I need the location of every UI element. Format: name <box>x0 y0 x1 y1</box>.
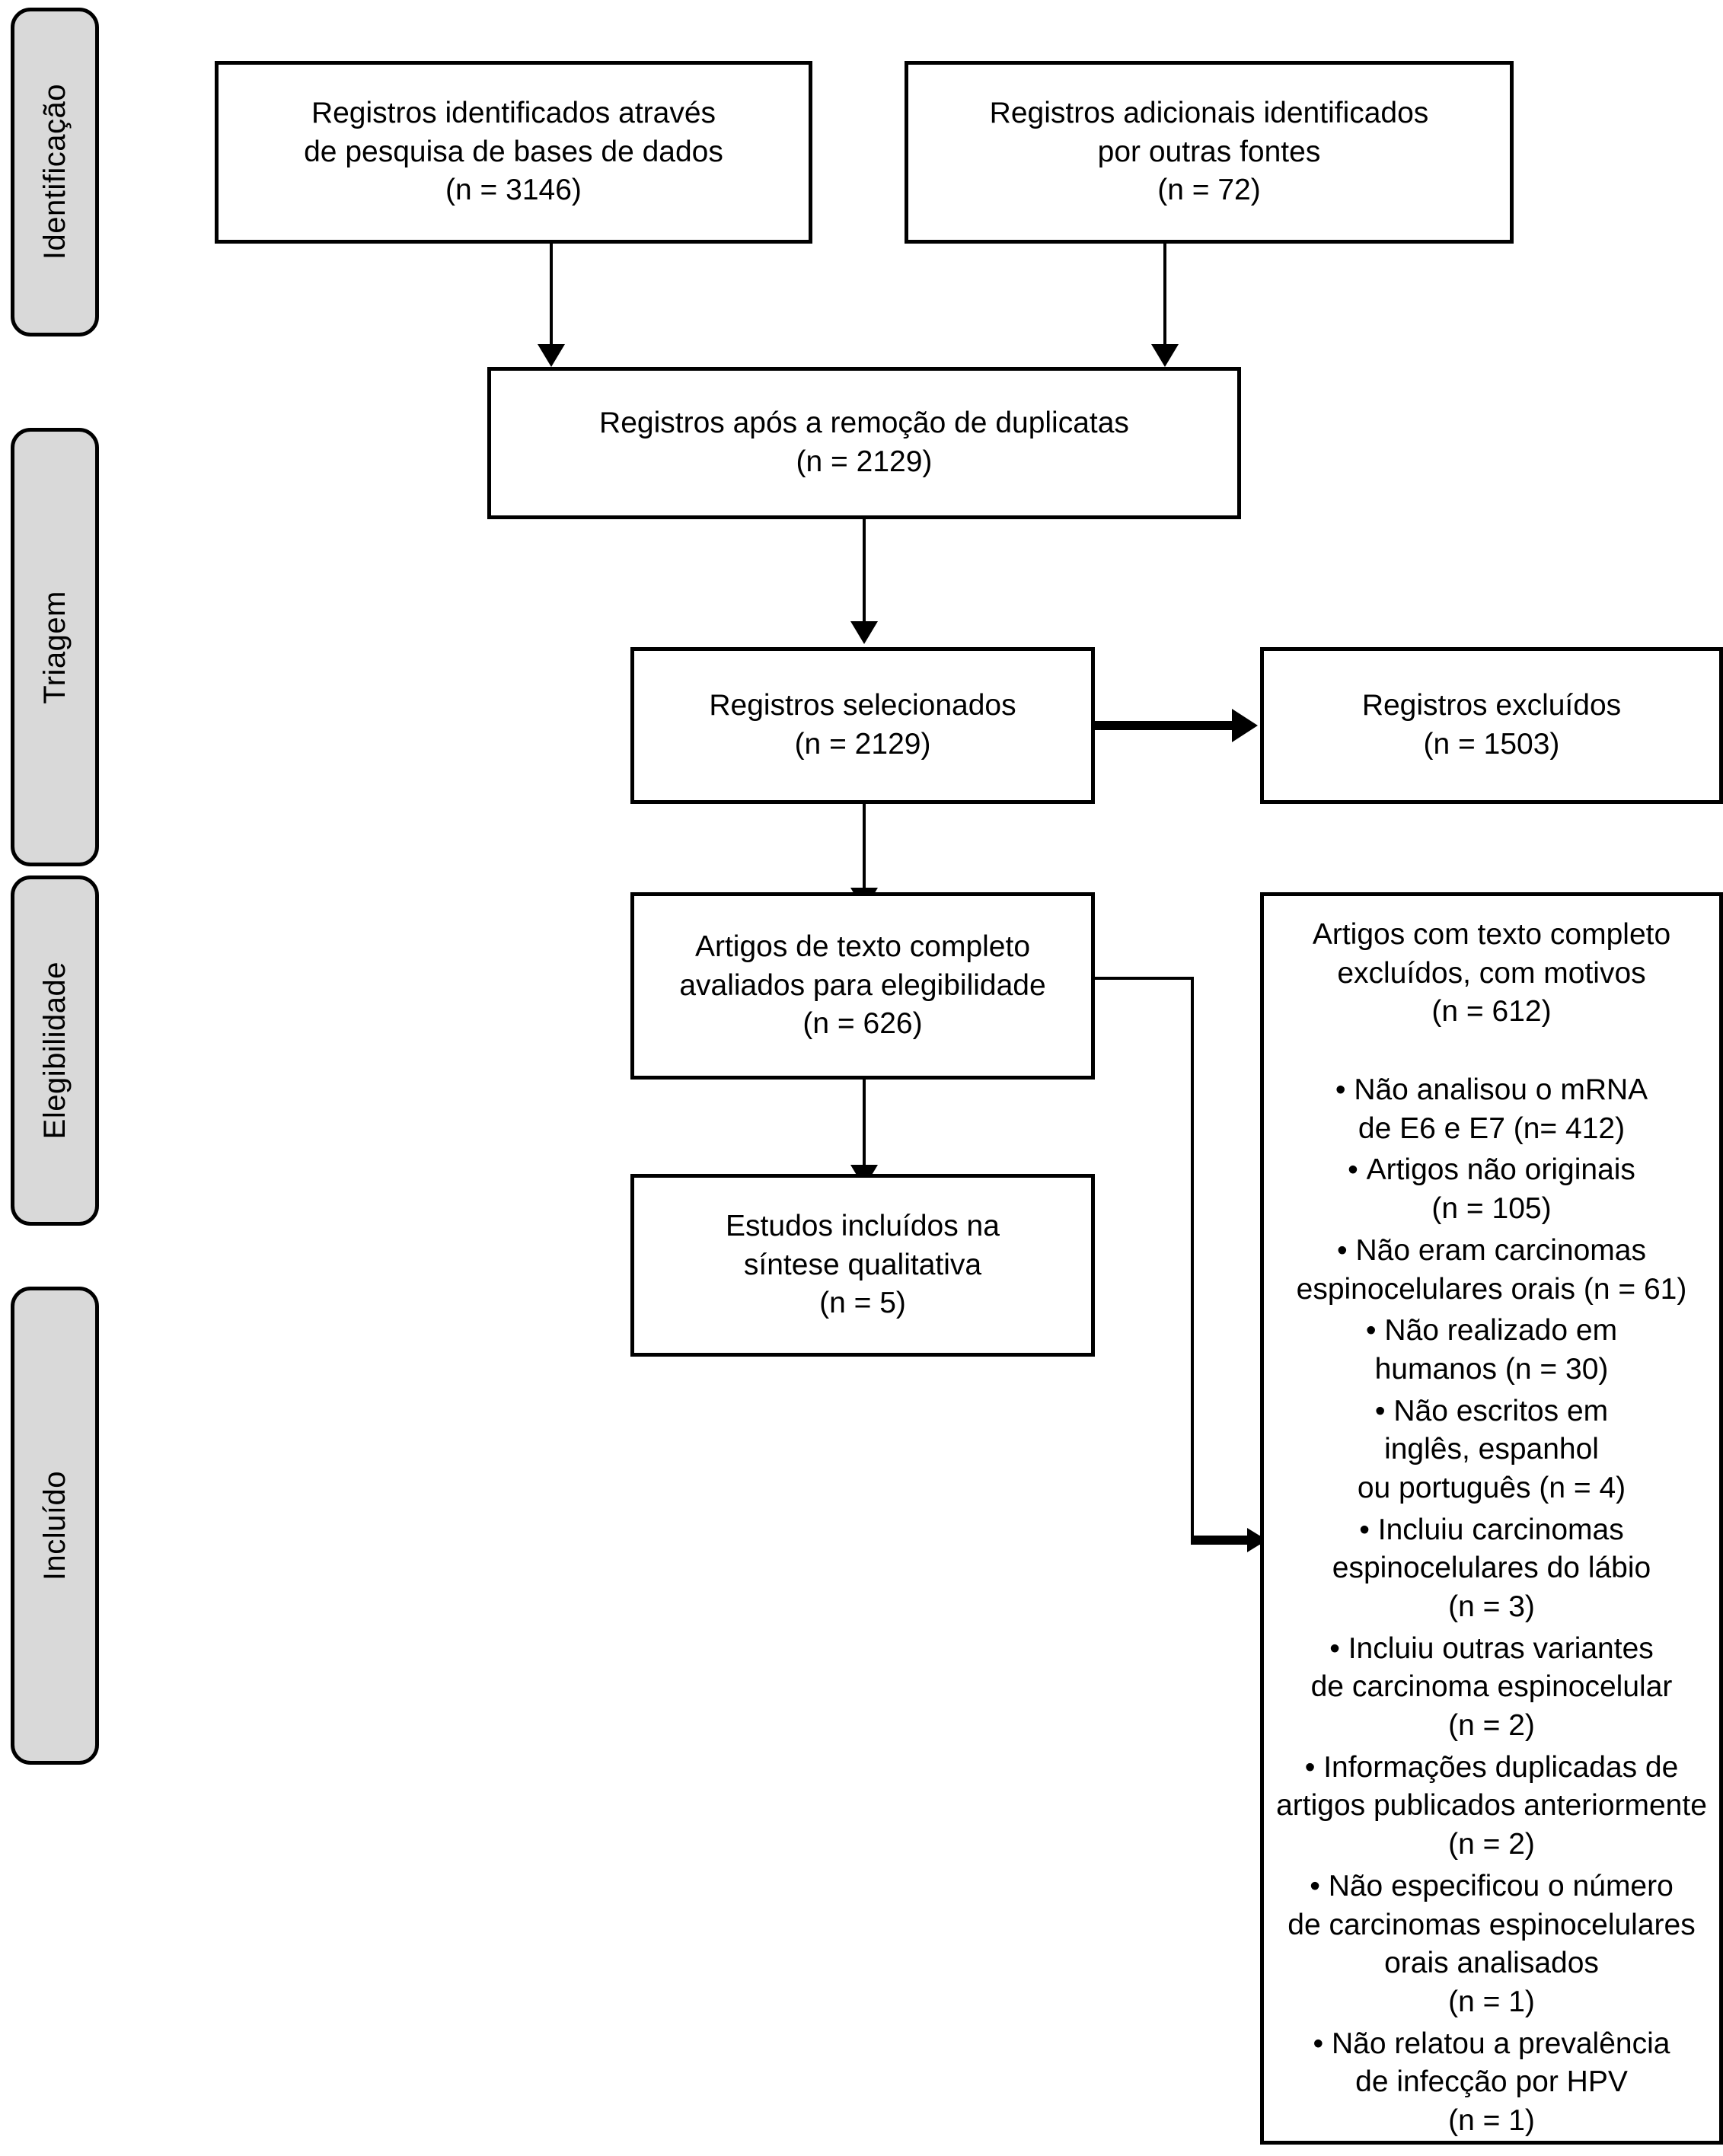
exclusion-reason-item: Não eram carcinomas espinocelulares orai… <box>1272 1232 1712 1309</box>
box-records-databases-text: Registros identificados através de pesqu… <box>304 96 723 207</box>
box-records-excluded: Registros excluídos (n = 1503) <box>1260 647 1723 804</box>
stage-label-identificacao: Identificação <box>11 8 99 336</box>
exclusion-reason-item: Incluiu outras variantes de carcinoma es… <box>1272 1630 1712 1746</box>
exclusion-reason-item: Não analisou o mRNA de E6 e E7 (n= 412) <box>1272 1071 1712 1148</box>
stage-label-identificacao-text: Identificação <box>38 84 72 260</box>
box-records-after-duplicates-text: Registros após a remoção de duplicatas (… <box>599 407 1129 478</box>
exclusion-reason-item: Incluiu carcinomas espinocelulares do lá… <box>1272 1511 1712 1627</box>
box-fulltext-excluded-reasons: Artigos com texto completo excluídos, co… <box>1260 892 1723 2145</box>
exclusion-reason-item: Não escritos em inglês, espanhol ou port… <box>1272 1392 1712 1508</box>
box-studies-included-text: Estudos incluídos na síntese qualitativa… <box>726 1209 1000 1320</box>
stage-label-elegibilidade: Elegibilidade <box>11 875 99 1226</box>
box-records-excluded-text: Registros excluídos (n = 1503) <box>1361 689 1622 761</box>
connector-duplicates-to-screened <box>863 519 866 626</box>
box-fulltext-excluded-heading: Artigos com texto completo excluídos, co… <box>1312 918 1671 1029</box>
arrowhead-other-sources-to-duplicates <box>1151 344 1179 367</box>
connector-fulltext-to-reasons-segment-3 <box>1191 1536 1261 1545</box>
box-records-databases: Registros identificados através de pesqu… <box>215 61 812 244</box>
stage-label-triagem-text: Triagem <box>38 590 72 704</box>
box-records-after-duplicates: Registros após a remoção de duplicatas (… <box>487 367 1241 519</box>
box-fulltext-assessed-text: Artigos de texto completo avaliados para… <box>679 930 1046 1041</box>
connector-databases-to-duplicates <box>550 244 553 349</box>
exclusion-reason-item: Não realizado em humanos (n = 30) <box>1272 1312 1712 1389</box>
box-records-screened: Registros selecionados (n = 2129) <box>630 647 1095 804</box>
connector-fulltext-to-reasons-segment-2 <box>1191 977 1194 1540</box>
exclusion-reason-item: Artigos não originais (n = 105) <box>1272 1151 1712 1228</box>
exclusion-reason-item: Não relatou a prevalência de infecção po… <box>1272 2025 1712 2141</box>
arrowhead-screened-to-excluded <box>1232 709 1258 742</box>
stage-label-triagem: Triagem <box>11 428 99 866</box>
stage-label-incluido-text: Incluído <box>38 1470 72 1581</box>
exclusion-reason-item: Informações duplicadas de artigos public… <box>1272 1749 1712 1864</box>
stage-label-incluido: Incluído <box>11 1287 99 1765</box>
box-records-other-sources: Registros adicionais identificados por o… <box>905 61 1514 244</box>
arrowhead-databases-to-duplicates <box>538 344 565 367</box>
exclusion-reasons-list: Não analisou o mRNA de E6 e E7 (n= 412) … <box>1272 1071 1712 2141</box>
connector-screened-to-fulltext <box>863 804 866 894</box>
connector-other-sources-to-duplicates <box>1163 244 1166 349</box>
connector-fulltext-to-reasons-segment-1 <box>1095 977 1194 980</box>
arrowhead-duplicates-to-screened <box>850 621 878 644</box>
connector-screened-to-excluded <box>1095 721 1235 730</box>
box-fulltext-assessed: Artigos de texto completo avaliados para… <box>630 892 1095 1080</box>
connector-fulltext-to-included <box>863 1080 866 1171</box>
stage-label-elegibilidade-text: Elegibilidade <box>38 962 72 1140</box>
box-studies-included: Estudos incluídos na síntese qualitativa… <box>630 1174 1095 1357</box>
exclusion-reason-item: Não especificou o número de carcinomas e… <box>1272 1867 1712 2022</box>
box-records-other-sources-text: Registros adicionais identificados por o… <box>989 96 1429 207</box>
box-records-screened-text: Registros selecionados (n = 2129) <box>709 689 1016 761</box>
